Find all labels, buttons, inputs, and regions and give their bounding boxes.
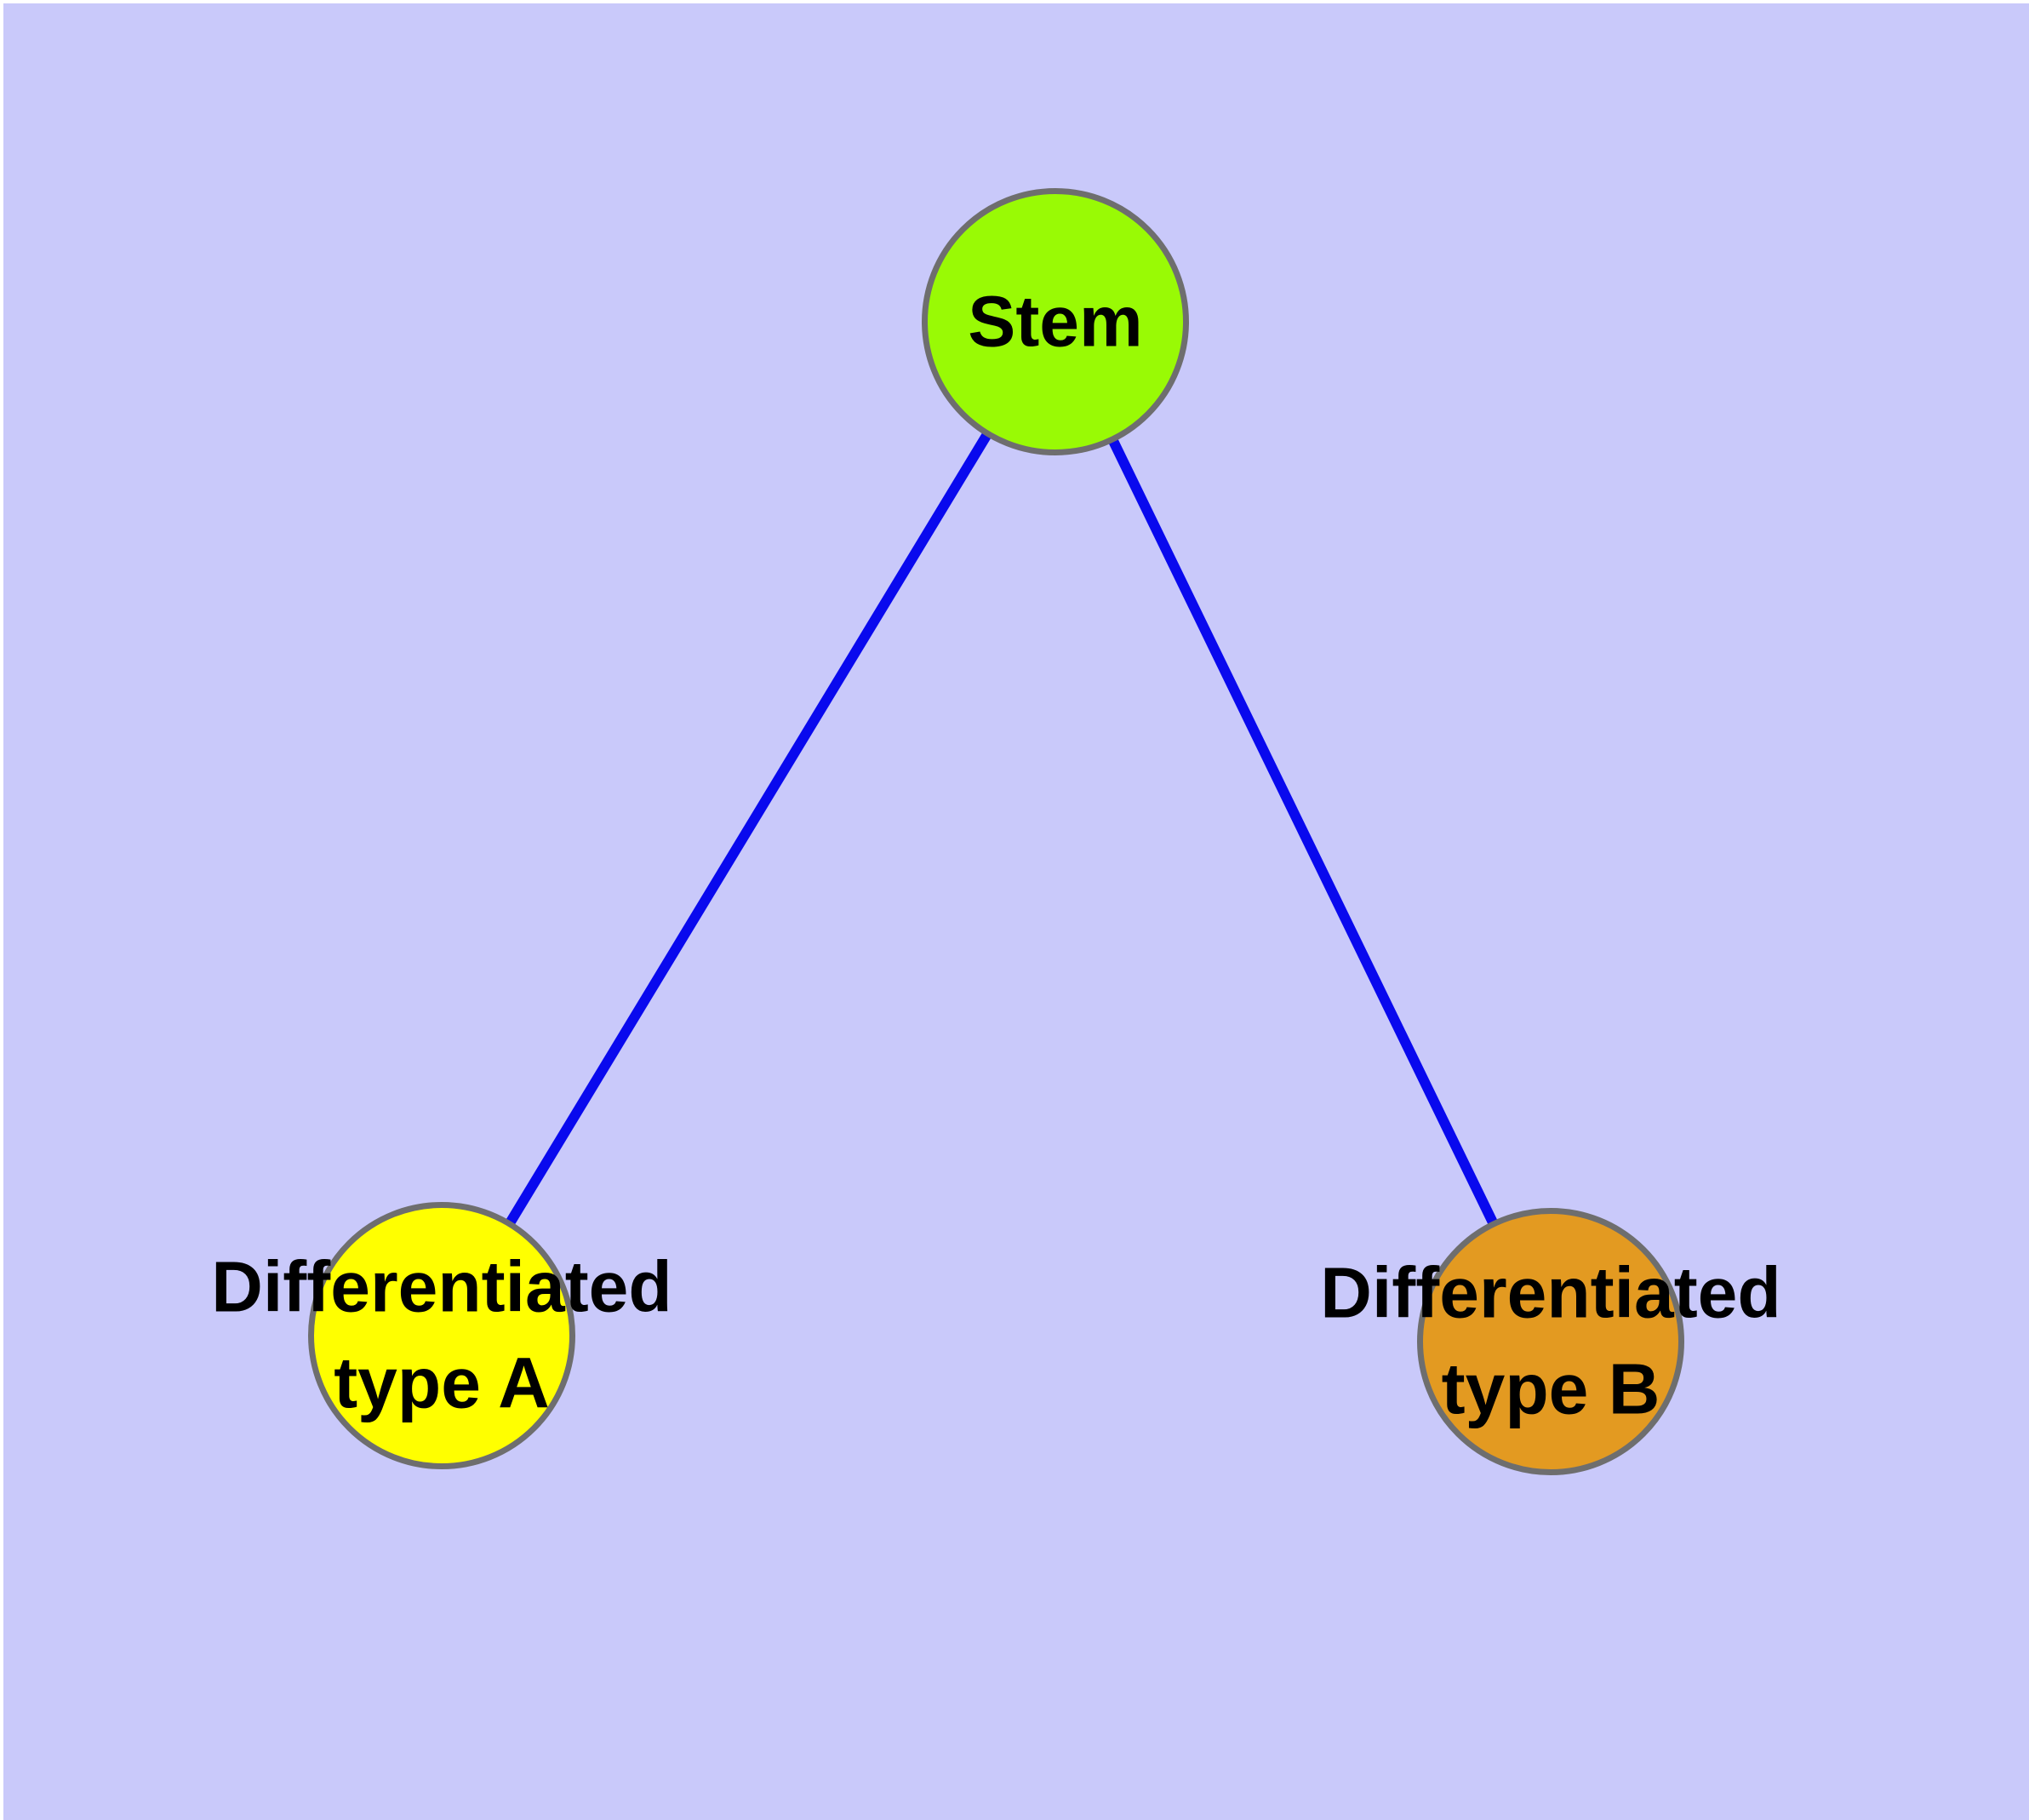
edge-layer xyxy=(437,318,1556,1344)
edge-stem-to-type-b xyxy=(1050,319,1556,1344)
edge-stem-to-type-a xyxy=(437,318,1060,1339)
differentiated-type-b-label-line1: Differentiated xyxy=(1320,1252,1781,1333)
differentiated-type-a-label-line2: type A xyxy=(334,1343,550,1423)
diagram-canvas: Stem Differentiated type A Differentiate… xyxy=(3,3,2029,1820)
stem-label-line: Stem xyxy=(968,281,1143,362)
stem-label: Stem xyxy=(968,273,1142,369)
differentiated-type-a-label-line1: Differentiated xyxy=(211,1246,672,1327)
stem-circle xyxy=(922,188,1189,455)
differentiated-type-b-label: Differentiated type B xyxy=(1320,1245,1780,1439)
differentiated-type-a-circle xyxy=(308,1202,575,1469)
differentiated-type-a-label: Differentiated type A xyxy=(211,1239,672,1433)
differentiated-type-b-circle xyxy=(1417,1208,1684,1475)
differentiated-type-b-label-line2: type B xyxy=(1441,1349,1660,1429)
